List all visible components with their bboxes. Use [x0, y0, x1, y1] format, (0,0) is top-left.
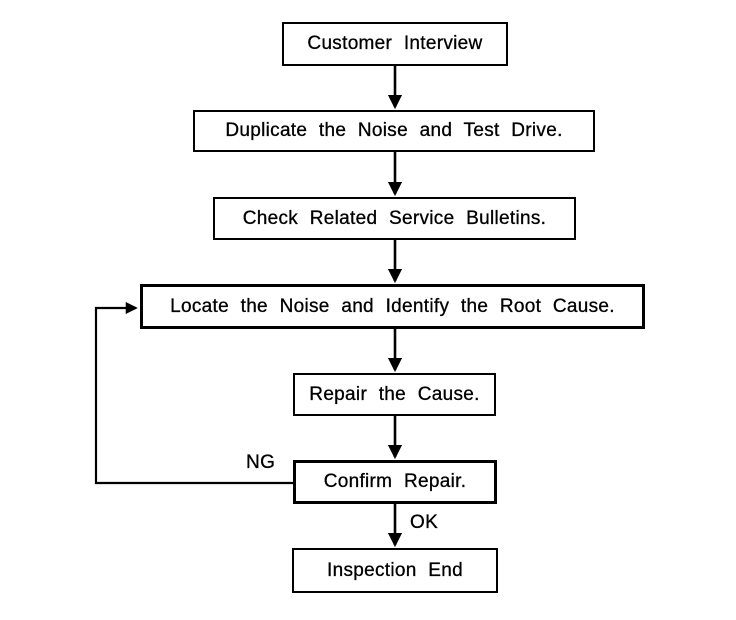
edge-label-ng: NG — [246, 452, 276, 473]
node-customer-interview: Customer Interview — [282, 22, 508, 66]
node-inspection-end: Inspection End — [292, 548, 498, 593]
node-check-service-bulletins: Check Related Service Bulletins. — [213, 197, 576, 240]
node-confirm-repair: Confirm Repair. — [293, 460, 497, 504]
node-label: Inspection End — [327, 559, 463, 581]
node-label: Duplicate the Noise and Test Drive. — [225, 120, 563, 141]
node-label: Locate the Noise and Identify the Root C… — [170, 295, 615, 317]
node-label: Repair the Cause. — [309, 383, 480, 405]
node-repair-cause: Repair the Cause. — [293, 373, 496, 416]
node-duplicate-noise-test-drive: Duplicate the Noise and Test Drive. — [193, 110, 595, 152]
node-label: Confirm Repair. — [323, 471, 467, 492]
node-label: Check Related Service Bulletins. — [242, 207, 547, 229]
node-locate-noise-root-cause: Locate the Noise and Identify the Root C… — [140, 284, 645, 329]
node-label: Customer Interview — [307, 33, 483, 54]
edge-label-ok: OK — [410, 512, 439, 533]
